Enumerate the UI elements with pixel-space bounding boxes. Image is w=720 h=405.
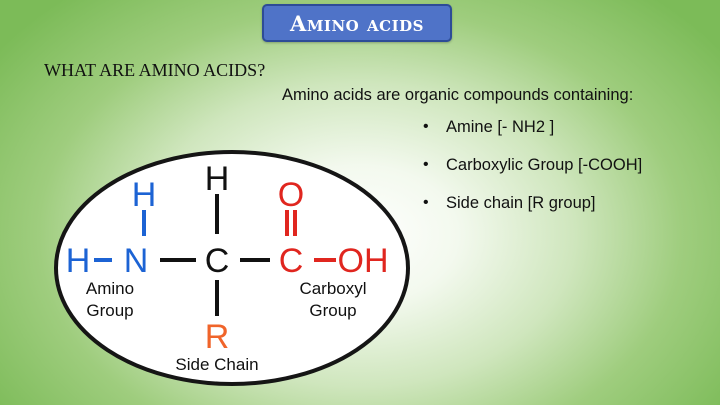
atom-c-alpha: C — [205, 242, 230, 280]
bullet-text: Side chain [R group] — [446, 194, 596, 212]
atom-r: R — [205, 318, 230, 356]
amino-acid-structure-diagram: H H N H C C O OH R Amino Group Carboxyl … — [54, 150, 410, 386]
question-heading: WHAT ARE AMINO ACIDS? — [44, 60, 266, 80]
bullet-list: • Amine [- NH2 ] • Carboxylic Group [-CO… — [423, 118, 642, 232]
label-carboxyl: Carboxyl — [299, 279, 366, 298]
slide-title-box: Amino acids — [262, 4, 452, 42]
intro-text: Amino acids are organic compounds contai… — [282, 86, 634, 104]
atom-c-carboxyl: C — [279, 242, 304, 280]
bullet-dot-icon: • — [423, 194, 429, 211]
bullet-dot-icon: • — [423, 118, 429, 135]
bullet-text: Amine [- NH2 ] — [446, 118, 555, 136]
label-carboxyl-group: Group — [309, 301, 356, 320]
atom-o-top: O — [278, 176, 304, 214]
atom-h-top: H — [205, 160, 230, 198]
bullet-item: • Carboxylic Group [-COOH] — [423, 156, 642, 194]
atom-n: N — [124, 242, 149, 280]
label-side-chain: Side Chain — [175, 355, 258, 374]
label-amino: Amino — [86, 279, 134, 298]
atom-h-amino-left: H — [66, 242, 91, 280]
bullet-item: • Side chain [R group] — [423, 194, 642, 232]
atom-h-amino-top: H — [132, 176, 157, 214]
label-amino-group: Group — [86, 301, 133, 320]
slide-title: Amino acids — [290, 10, 424, 36]
atom-oh: OH — [338, 242, 389, 280]
bullet-text: Carboxylic Group [-COOH] — [446, 156, 643, 174]
bullet-item: • Amine [- NH2 ] — [423, 118, 642, 156]
bullet-dot-icon: • — [423, 156, 429, 173]
